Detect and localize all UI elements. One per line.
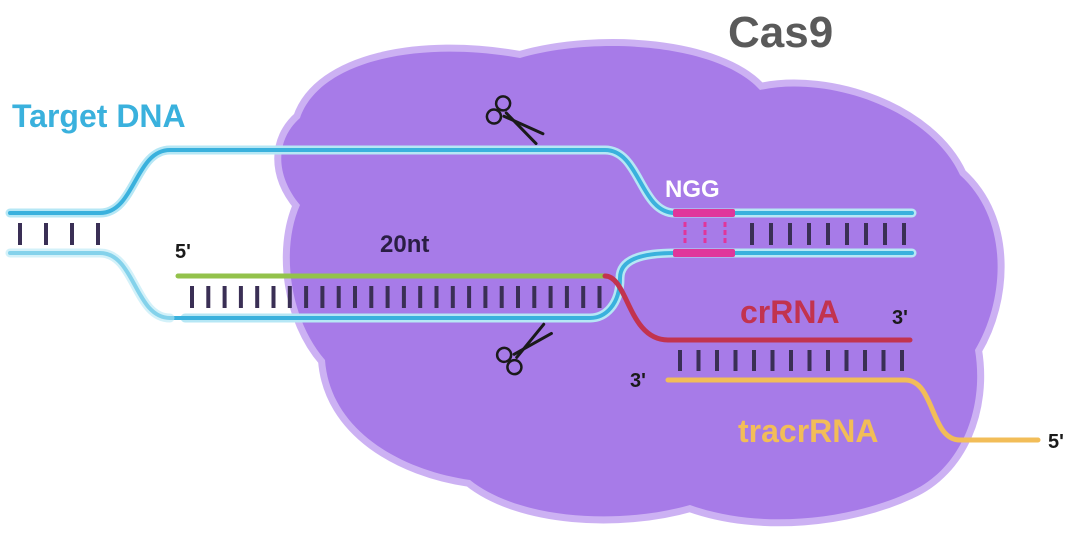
dna-bottom-strand-left-glow	[5, 248, 175, 323]
tracrrna-5prime-label: 5'	[1048, 431, 1064, 453]
cas9-label: Cas9	[728, 8, 833, 57]
pam-top-bar	[673, 209, 735, 217]
scissors-icon	[485, 95, 545, 146]
pam-base-pairs	[683, 222, 727, 246]
target-dna	[5, 145, 917, 323]
dna-left-base-pairs	[18, 223, 100, 245]
dna-top-strand	[8, 148, 914, 215]
guide-length-label: 20nt	[380, 231, 429, 258]
scissors-icon	[495, 322, 553, 376]
target-dna-label: Target DNA	[12, 98, 186, 134]
cas9-protein	[274, 39, 1005, 527]
tracrrna-3prime-label: 3'	[630, 370, 646, 392]
tracrrna-label: tracrRNA	[738, 413, 878, 449]
crrna	[175, 273, 913, 343]
pam-region	[673, 209, 735, 257]
crrna-stem-strand	[602, 273, 913, 343]
crrna-tracrrna-base-pairs	[678, 350, 904, 371]
dna-right-base-pairs	[750, 223, 906, 245]
guide-dna-base-pairs	[190, 286, 602, 308]
pam-label: NGG	[665, 176, 720, 203]
tracrrna-strand	[665, 377, 1041, 443]
crrna-5prime-label: 5'	[175, 241, 191, 263]
crrna-label: crRNA	[740, 294, 840, 330]
crrna-3prime-label: 3'	[892, 307, 908, 329]
pam-bottom-bar	[673, 249, 735, 257]
